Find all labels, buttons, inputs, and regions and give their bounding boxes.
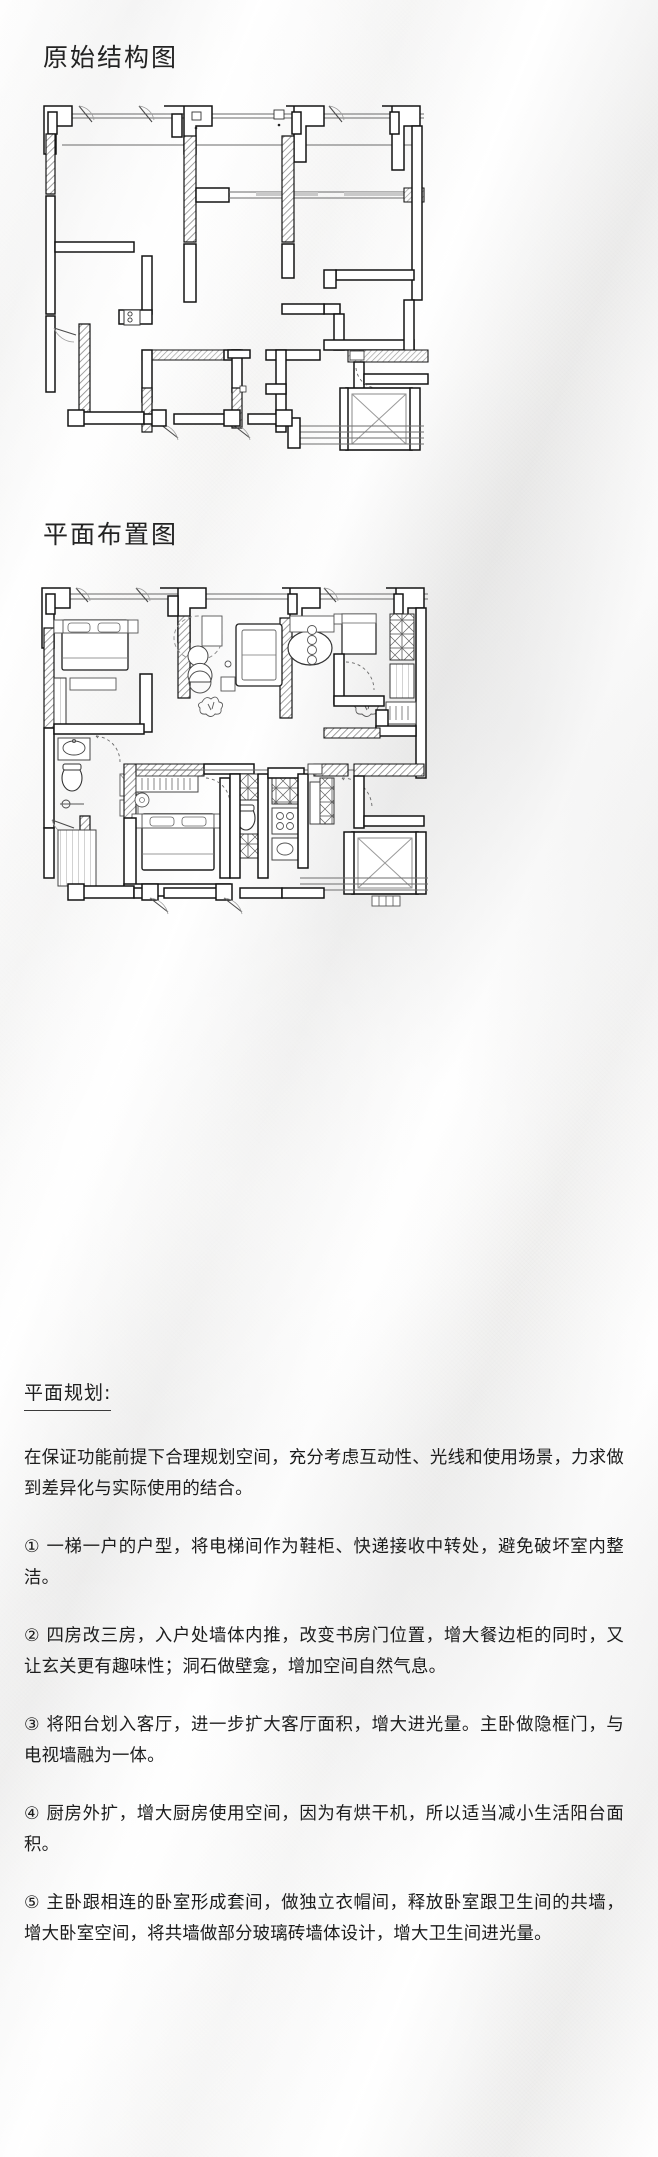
planning-notes-section: 平面规划: 在保证功能前提下合理规划空间，充分考虑互动性、光线和使用场景，力求做…	[24, 1378, 634, 1950]
notes-heading: 平面规划:	[24, 1378, 112, 1411]
page-title-layout-plan: 平面布置图	[43, 520, 179, 549]
original-structure-floor-plan	[24, 92, 444, 451]
note-item-2: ② 四房改三房，入户处墙体内推，改变书房门位置，增大餐边柜的同时，又让玄关更有趣…	[24, 1626, 624, 1677]
note-paragraph-intro: 在保证功能前提下合理规划空间，充分考虑互动性、光线和使用场景，力求做到差异化与实…	[24, 1448, 624, 1499]
note-item-4: ④ 厨房外扩，增大厨房使用空间，因为有烘干机，所以适当减小生活阳台面积。	[24, 1804, 624, 1855]
furniture-layout-floor-plan	[24, 578, 448, 948]
note-item-5: ⑤ 主卧跟相连的卧室形成套间，做独立衣帽间，释放卧室跟卫生间的共墙，增大卧室空间…	[24, 1893, 624, 1944]
note-item-1: ① 一梯一户的户型，将电梯间作为鞋柜、快递接收中转处，避免破坏室内整洁。	[24, 1537, 624, 1588]
page-title-original-structure: 原始结构图	[43, 43, 179, 72]
note-item-3: ③ 将阳台划入客厅，进一步扩大客厅面积，增大进光量。主卧做隐框门，与电视墙融为一…	[24, 1715, 624, 1766]
